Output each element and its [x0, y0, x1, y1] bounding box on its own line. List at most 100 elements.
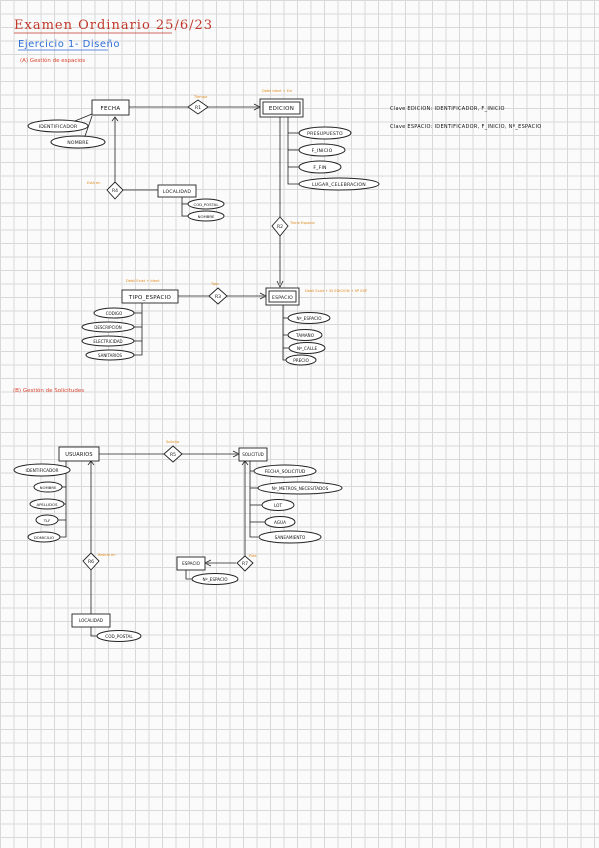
r1-label: Tiempo: [193, 95, 207, 99]
r5-label: Solicita: [166, 440, 179, 444]
entity-espacio[interactable]: ESPACIO: [265, 287, 300, 306]
svg-text:EDICION: EDICION: [269, 106, 294, 112]
entity-localidad[interactable]: LOCALIDAD: [157, 184, 197, 198]
svg-text:Nº_ESPACIO: Nº_ESPACIO: [202, 577, 228, 582]
key-edicion-note: Clave EDICION: IDENTIFICADOR, F_INICIO: [390, 106, 505, 112]
relationship-r6[interactable]: R6: [82, 552, 100, 571]
r3-label: Tipo: [210, 282, 219, 286]
entity-fecha[interactable]: FECHA: [91, 99, 130, 116]
attr-localidad-b-cod-postal: COD_POSTAL: [96, 630, 142, 642]
key-espacio-note: Clave ESPACIO: IDENTIFICADOR, F_INICIO, …: [390, 124, 541, 130]
attr-solicitud-saneamiento: SANEAMIENTO: [258, 530, 322, 544]
relationship-r2[interactable]: R2: [271, 216, 289, 237]
relationship-r7[interactable]: R7: [236, 555, 254, 572]
svg-text:ELECTRICIDAD: ELECTRICIDAD: [93, 339, 122, 344]
relationship-r4[interactable]: R4: [106, 181, 124, 200]
espacio-label: Debil Exist + ID EDICION + Nº ESP: [305, 289, 368, 293]
attr-usuarios-nombre: NOMBRE: [33, 481, 63, 493]
svg-text:NOMBRE: NOMBRE: [40, 485, 57, 490]
svg-text:R3: R3: [215, 294, 221, 300]
entity-usuarios[interactable]: USUARIOS: [58, 446, 100, 462]
r6-label: Reside en: [98, 553, 116, 557]
attr-fecha-nombre: NOMBRE: [50, 135, 106, 149]
relationship-r1[interactable]: R1: [187, 99, 209, 115]
r4-label: Está en: [87, 181, 100, 185]
attr-espacio-tamano: TAMAÑO: [287, 329, 323, 341]
svg-text:Nº_ESPACIO: Nº_ESPACIO: [296, 316, 322, 321]
svg-text:NOMBRE: NOMBRE: [198, 214, 215, 219]
svg-text:F_INICIO: F_INICIO: [312, 148, 333, 154]
attr-edicion-f-fin: F_FIN: [298, 160, 342, 174]
r7-label: Pide: [249, 554, 257, 558]
svg-text:FECHA: FECHA: [101, 106, 121, 112]
diagram-a-lines: [69, 103, 299, 361]
section-b-heading: (B) Gestión de Solicitudes: [13, 387, 84, 394]
attr-tipo-electricidad: ELECTRICIDAD: [81, 335, 135, 347]
exercise-subtitle: Ejercicio 1- Diseño: [18, 39, 120, 50]
svg-text:R6: R6: [88, 559, 94, 565]
attr-solicitud-agua: AGUA: [264, 516, 296, 528]
svg-text:USUARIOS: USUARIOS: [65, 452, 93, 458]
relationship-r3[interactable]: R3: [208, 287, 228, 305]
attr-usuarios-identificador: IDENTIFICADOR: [13, 463, 71, 477]
attr-usuarios-domicilio: DOMICILIO: [27, 531, 61, 543]
svg-text:LUGAR_CELEBRACION: LUGAR_CELEBRACION: [312, 182, 366, 188]
page-title: Examen Ordinario 25/6/23: [14, 18, 213, 33]
entity-espacio-b[interactable]: ESPACIO: [176, 556, 206, 571]
svg-text:SANEAMIENTO: SANEAMIENTO: [275, 535, 306, 540]
attr-edicion-presupuesto: PRESUPUESTO: [298, 126, 352, 140]
svg-text:ESPACIO: ESPACIO: [272, 295, 293, 301]
svg-text:F_FIN: F_FIN: [313, 165, 326, 171]
tipo-espacio-label: Debil Exist + Ident: [126, 279, 160, 283]
svg-text:PRESUPUESTO: PRESUPUESTO: [307, 131, 343, 137]
attr-espacio-n-espacio: Nº_ESPACIO: [287, 312, 331, 324]
svg-text:TIPO_ESPACIO: TIPO_ESPACIO: [128, 295, 172, 301]
entity-edicion[interactable]: EDICION: [259, 98, 304, 118]
svg-text:TLF: TLF: [43, 518, 51, 523]
svg-text:LOT: LOT: [274, 503, 282, 508]
attr-fecha-identificador: IDENTIFICADOR: [27, 119, 89, 133]
attr-localidad-nombre: NOMBRE: [187, 210, 225, 222]
attr-localidad-cod-postal: COD_POSTAL: [187, 198, 225, 210]
attr-espacio-b-n-espacio: Nº_ESPACIO: [191, 573, 239, 585]
attr-edicion-lugar-celebracion: LUGAR_CELEBRACION: [298, 177, 380, 191]
svg-text:LOCALIDAD: LOCALIDAD: [163, 189, 191, 195]
svg-text:PRECIO: PRECIO: [293, 358, 309, 363]
svg-text:R5: R5: [170, 452, 176, 458]
edicion-label: Debil Ident + Exi: [262, 89, 292, 93]
attr-solicitud-lot: LOT: [261, 499, 295, 511]
r2-label: Tiene Espacio: [289, 221, 315, 225]
svg-text:NOMBRE: NOMBRE: [67, 140, 88, 146]
attr-solicitud-n-metros: Nº_METROS_NECESITADOS: [257, 481, 343, 495]
svg-text:SOLICITUD: SOLICITUD: [242, 452, 264, 457]
relationship-r5[interactable]: R5: [163, 445, 183, 463]
svg-text:IDENTIFICADOR: IDENTIFICADOR: [26, 468, 59, 473]
svg-text:R7: R7: [242, 561, 248, 567]
attr-solicitud-fecha: FECHA_SOLICITUD: [253, 464, 317, 478]
attr-edicion-f-inicio: F_INICIO: [298, 143, 346, 157]
svg-text:Nº_METROS_NECESITADOS: Nº_METROS_NECESITADOS: [272, 486, 329, 491]
svg-text:ESPACIO: ESPACIO: [182, 561, 201, 566]
attr-tipo-codigo: CODIGO: [93, 307, 135, 319]
entity-tipo-espacio[interactable]: TIPO_ESPACIO: [121, 289, 179, 304]
entity-localidad-b[interactable]: LOCALIDAD: [71, 613, 111, 628]
attr-espacio-precio: PRECIO: [285, 354, 317, 366]
svg-text:R2: R2: [277, 224, 283, 230]
attr-tipo-sanitarios: SANITARIOS: [85, 349, 135, 361]
svg-text:APELLIDOS: APELLIDOS: [37, 502, 59, 507]
svg-text:COD_POSTAL: COD_POSTAL: [105, 634, 133, 639]
svg-text:R4: R4: [112, 188, 118, 194]
section-a-heading: (A) Gestión de espacios: [20, 57, 85, 64]
svg-text:SANITARIOS: SANITARIOS: [98, 353, 122, 358]
attr-espacio-n-calle: Nº_CALLE: [288, 342, 326, 354]
attr-usuarios-apellidos: APELLIDOS: [29, 498, 65, 510]
svg-text:R1: R1: [195, 105, 201, 111]
entity-solicitud[interactable]: SOLICITUD: [238, 447, 268, 462]
svg-text:TAMAÑO: TAMAÑO: [295, 333, 315, 338]
svg-text:IDENTIFICADOR: IDENTIFICADOR: [39, 124, 78, 130]
attr-usuarios-tlf: TLF: [35, 514, 59, 526]
svg-text:LOCALIDAD: LOCALIDAD: [79, 618, 103, 623]
svg-text:COD_POSTAL: COD_POSTAL: [194, 202, 220, 207]
diagram-b-lines: [58, 450, 265, 637]
